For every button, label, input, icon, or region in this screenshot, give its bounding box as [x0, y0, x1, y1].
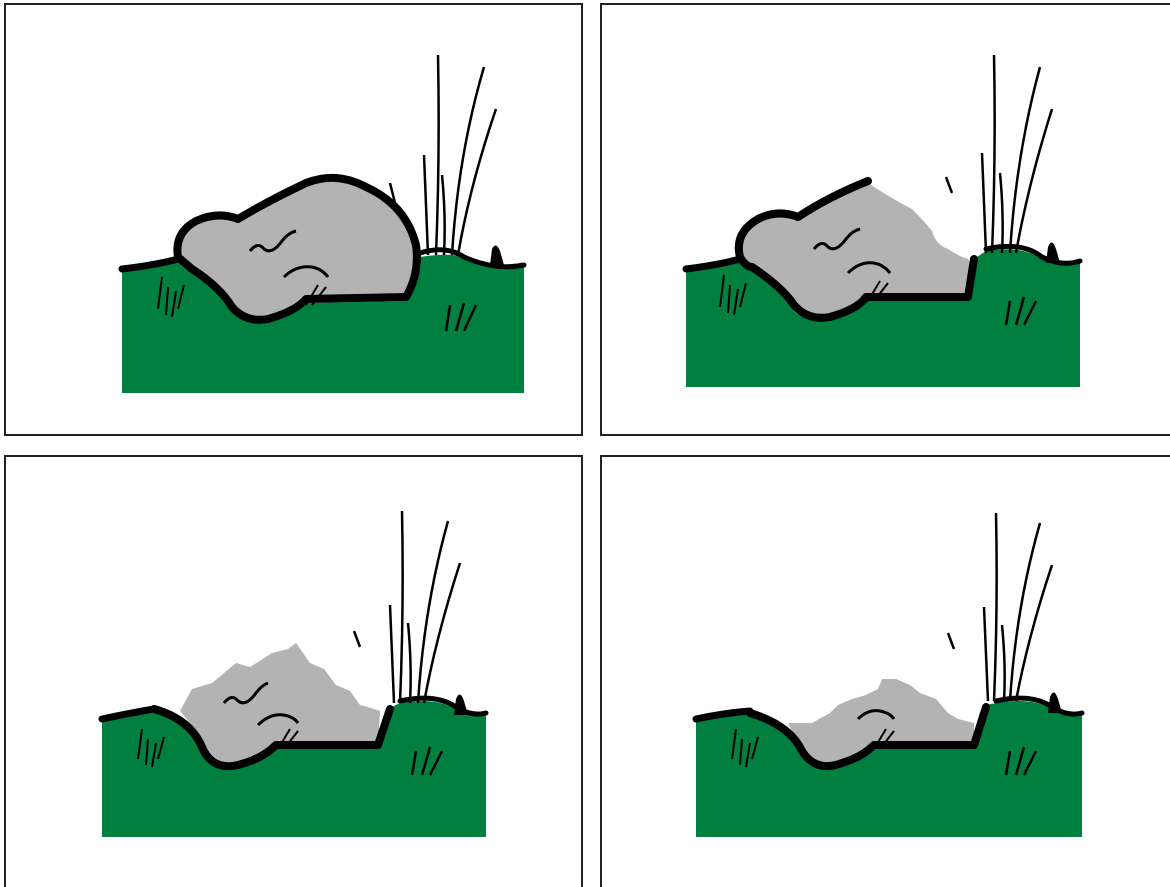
panel-stage-4: [600, 455, 1170, 887]
stage-2-illustration: [602, 5, 1170, 436]
bird: [1048, 692, 1062, 713]
stage-3-illustration: [6, 457, 583, 887]
stage-1-illustration: [6, 5, 583, 436]
reeds: [946, 55, 1052, 253]
bird: [490, 245, 504, 265]
stage-4-illustration: [602, 457, 1170, 887]
reeds: [354, 511, 460, 703]
panel-stage-2: [600, 3, 1170, 436]
bird: [454, 694, 468, 715]
panel-stage-3: [4, 455, 583, 887]
bird: [1046, 242, 1060, 263]
reeds: [948, 513, 1052, 701]
panel-stage-1: [4, 3, 583, 436]
